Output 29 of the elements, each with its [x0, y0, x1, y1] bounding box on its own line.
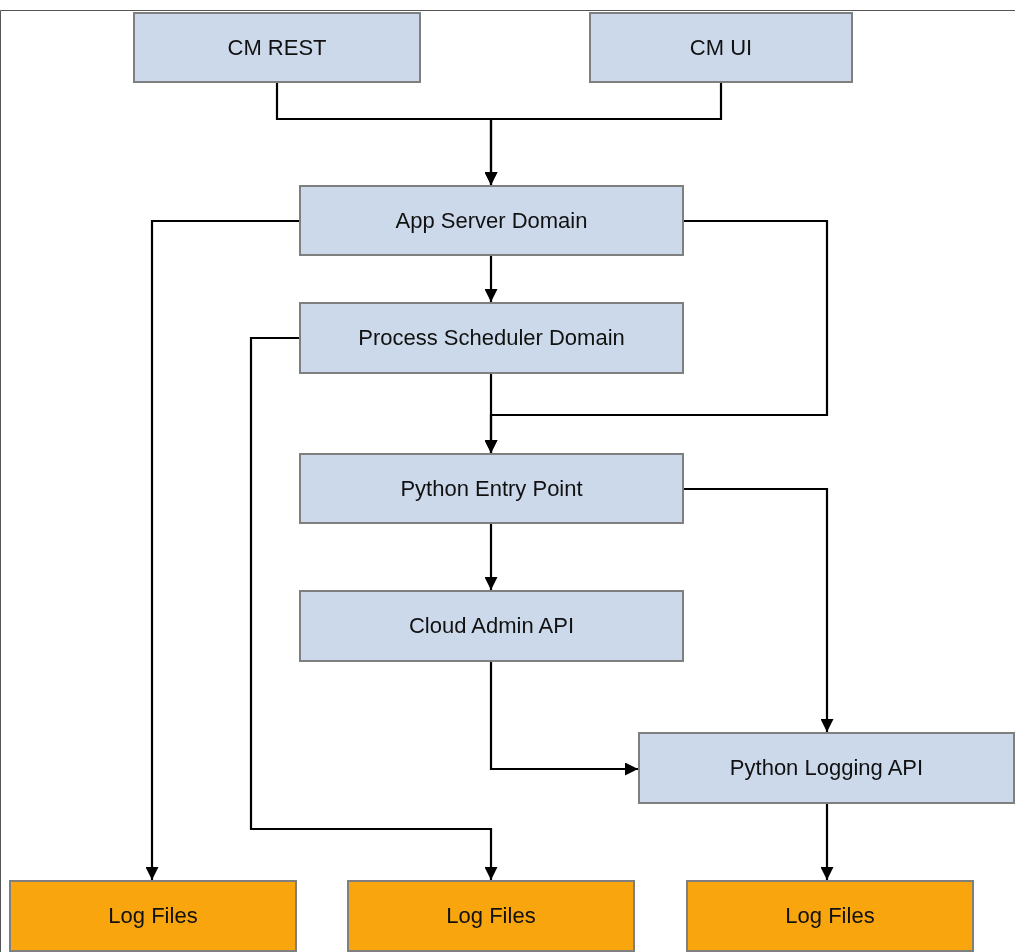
component-box	[299, 590, 684, 662]
arrow	[484, 256, 498, 302]
output-box	[686, 880, 974, 952]
node-label: CM REST	[227, 34, 327, 61]
node-label: Python Logging API	[729, 755, 924, 781]
arrow	[489, 662, 638, 776]
node-label: Python Entry Point	[400, 475, 583, 502]
arrow	[484, 524, 498, 590]
arrow	[820, 804, 834, 880]
output-box	[347, 880, 635, 952]
node-label: Log Files	[108, 903, 198, 929]
node-label: CM UI	[689, 34, 753, 61]
component-box	[299, 302, 684, 374]
arrow	[145, 219, 299, 880]
node-label: App Server Domain	[395, 207, 588, 234]
node-label: Log Files	[785, 903, 875, 929]
node-label: Log Files	[446, 903, 536, 929]
node-label: Process Scheduler Domain	[358, 325, 625, 351]
arrow	[484, 83, 723, 185]
component-box	[638, 732, 1015, 804]
node-label: Cloud Admin API	[408, 613, 575, 639]
component-box	[299, 185, 684, 256]
output-box	[9, 880, 297, 952]
arrow	[484, 219, 829, 453]
arrow	[249, 336, 498, 880]
component-box	[589, 12, 853, 83]
arrow	[684, 487, 834, 732]
component-box	[133, 12, 421, 83]
component-box	[299, 453, 684, 524]
